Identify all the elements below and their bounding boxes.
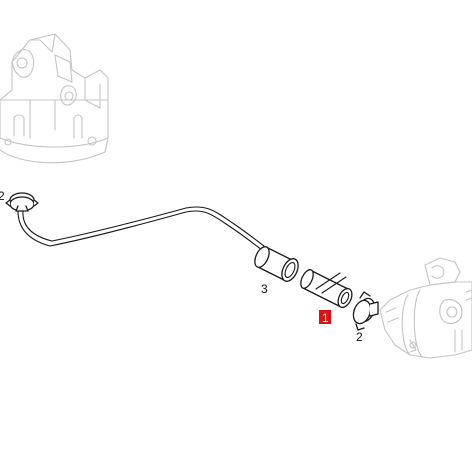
hose-section-part [300, 269, 353, 309]
callout-sleeve: 3 [261, 282, 268, 296]
callout-hose-highlight: 1 [319, 310, 331, 325]
hose-clamp-top [5, 192, 39, 212]
pump-body-assembly [379, 257, 472, 359]
hose-line [17, 210, 263, 251]
sleeve-part [254, 246, 299, 282]
hose-clamp-right [352, 291, 379, 331]
filter-head-assembly [0, 33, 109, 164]
callout-hose: 1 [322, 311, 329, 325]
hose-line-inner [22, 206, 265, 247]
callout-clamp-top: 2 [0, 189, 5, 203]
callout-clamp-right: 2 [356, 330, 363, 344]
